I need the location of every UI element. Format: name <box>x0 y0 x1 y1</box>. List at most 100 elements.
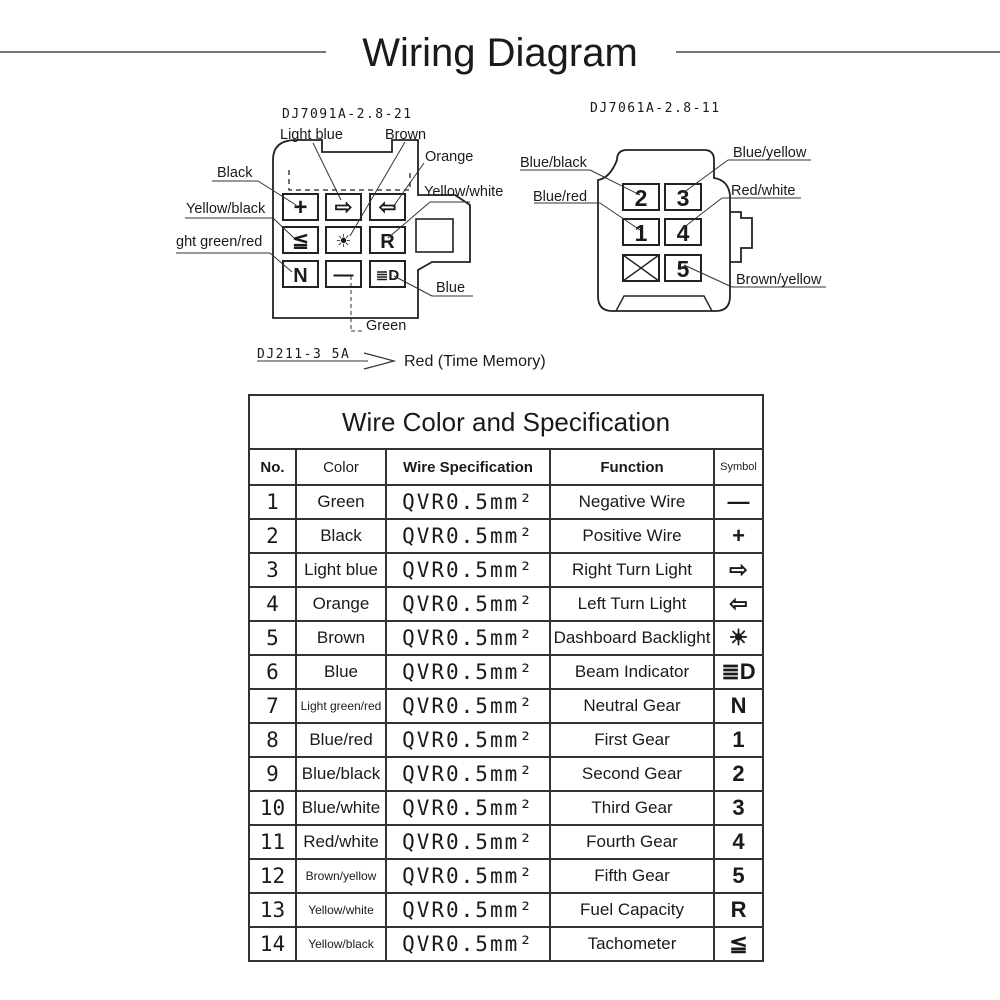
symbol-icon: ≦ <box>712 926 765 962</box>
gear-5-icon: 5 <box>677 256 690 282</box>
fuse-label: Red (Time Memory) <box>404 353 546 370</box>
gear-4-icon: 4 <box>677 220 690 246</box>
connector-a-part-number: DJ7091A-2.8-21 <box>282 107 413 122</box>
header-symbol: Symbol <box>712 448 765 486</box>
connector-b-pins: 2 3 1 4 5 <box>622 183 702 282</box>
wire-color: Green <box>295 484 387 520</box>
pin-beam: ≣D <box>369 260 406 288</box>
r-icon: R <box>380 231 395 253</box>
pin-1: 1 <box>622 218 660 246</box>
connector-a <box>272 139 471 319</box>
row-number: 4 <box>248 586 297 622</box>
label-yellow-black: Yellow/black <box>186 201 266 217</box>
pin-neutral: N <box>282 260 319 288</box>
row-number: 7 <box>248 688 297 724</box>
wire-function: Tachometer <box>549 926 715 962</box>
label-brown-yellow: Brown/yellow <box>736 272 822 288</box>
minus-icon: — <box>334 264 354 286</box>
wire-color: Blue/black <box>295 756 387 792</box>
header-function: Function <box>549 448 715 486</box>
wire-function: Right Turn Light <box>549 552 715 588</box>
symbol-icon: + <box>712 518 765 554</box>
wire-spec: QVR0.5mm² <box>385 586 551 622</box>
wire-spec: QVR0.5mm² <box>385 518 551 554</box>
wire-spec: QVR0.5mm² <box>385 688 551 724</box>
beam-icon: ≣D <box>376 267 400 284</box>
pin-5: 5 <box>664 254 702 282</box>
wire-spec: QVR0.5mm² <box>385 756 551 792</box>
pin-negative: — <box>325 260 362 288</box>
wire-color: Yellow/black <box>295 926 387 962</box>
tachometer-icon: ≦ <box>292 230 309 252</box>
pin-positive: + <box>282 193 319 221</box>
row-number: 2 <box>248 518 297 554</box>
wire-color: Blue/red <box>295 722 387 758</box>
wire-function: Negative Wire <box>549 484 715 520</box>
wire-color: Red/white <box>295 824 387 860</box>
pin-backlight: ☀ <box>325 226 362 254</box>
symbol-icon: 4 <box>712 824 765 860</box>
connector-a-labels: Light blue Brown Orange Black Yellow/whi… <box>176 127 503 334</box>
right-arrow-icon: ⇨ <box>335 196 353 219</box>
table-caption: Wire Color and Specification <box>247 394 765 450</box>
symbol-icon: ≣D <box>712 654 765 690</box>
row-number: 5 <box>248 620 297 656</box>
wire-spec: QVR0.5mm² <box>385 790 551 826</box>
symbol-icon: ⇦ <box>712 586 765 622</box>
gear-2-icon: 2 <box>635 185 648 211</box>
n-icon: N <box>293 265 307 287</box>
sun-icon: ☀ <box>335 231 351 251</box>
wire-color: Black <box>295 518 387 554</box>
row-number: 1 <box>248 484 297 520</box>
wire-color: Light green/red <box>295 688 387 724</box>
wire-spec: QVR0.5mm² <box>385 722 551 758</box>
wire-function: Fifth Gear <box>549 858 715 894</box>
plus-icon: + <box>293 194 307 221</box>
label-green: Green <box>366 318 406 334</box>
label-brown: Brown <box>385 127 426 143</box>
wire-function: Fourth Gear <box>549 824 715 860</box>
connector-b-labels: Blue/black Blue/red Blue/yellow Red/whit… <box>520 145 822 288</box>
label-light-blue: Light blue <box>280 127 343 143</box>
connector-a-leaders <box>176 141 473 332</box>
left-arrow-icon: ⇦ <box>379 196 397 219</box>
connector-b-part-number: DJ7061A-2.8-11 <box>590 101 721 116</box>
wire-spec: QVR0.5mm² <box>385 926 551 962</box>
wire-color: Brown <box>295 620 387 656</box>
symbol-icon: 2 <box>712 756 765 792</box>
row-number: 10 <box>248 790 297 826</box>
fuse-part-number: DJ211-3 5A <box>257 347 350 362</box>
wire-color: Orange <box>295 586 387 622</box>
label-blue-red: Blue/red <box>533 189 587 205</box>
row-number: 14 <box>248 926 297 962</box>
wire-function: Beam Indicator <box>549 654 715 690</box>
wire-spec: QVR0.5mm² <box>385 620 551 656</box>
fuse-arrow-icon <box>363 352 397 370</box>
row-number: 12 <box>248 858 297 894</box>
wire-color: Blue <box>295 654 387 690</box>
symbol-icon: ☀ <box>712 620 765 656</box>
wire-function: Left Turn Light <box>549 586 715 622</box>
row-number: 3 <box>248 552 297 588</box>
label-yellow-white: Yellow/white <box>424 184 503 200</box>
wire-function: Neutral Gear <box>549 688 715 724</box>
symbol-icon: 5 <box>712 858 765 894</box>
wire-function: Positive Wire <box>549 518 715 554</box>
wire-function: Dashboard Backlight <box>549 620 715 656</box>
wire-spec-table: Wire Color and Specification No. Color W… <box>247 394 765 962</box>
wire-spec: QVR0.5mm² <box>385 858 551 894</box>
row-number: 9 <box>248 756 297 792</box>
pin-fuel: R <box>369 226 406 254</box>
gear-3-icon: 3 <box>677 185 690 211</box>
wire-function: Second Gear <box>549 756 715 792</box>
pin-4: 4 <box>664 218 702 246</box>
row-number: 8 <box>248 722 297 758</box>
wire-spec: QVR0.5mm² <box>385 552 551 588</box>
